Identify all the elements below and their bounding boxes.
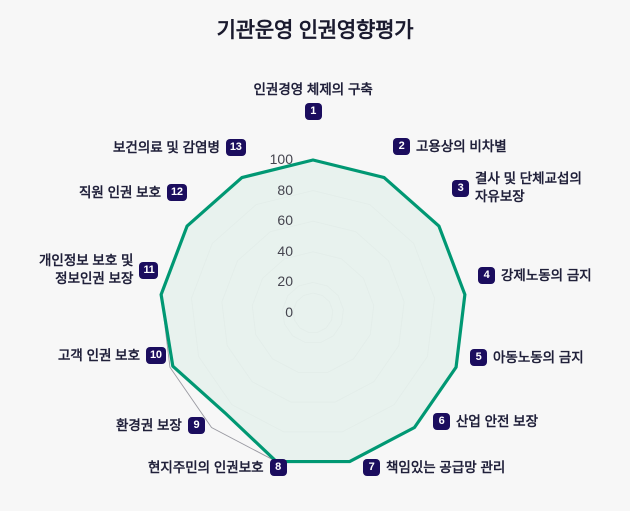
axis-label-text-9: 환경권 보장: [116, 417, 182, 433]
axis-badge-3: 3: [452, 179, 469, 197]
axis-label-text-13: 보건의료 및 감염병: [113, 139, 220, 155]
radial-tick-label-60: 60: [277, 212, 293, 229]
axis-label-text-2: 고용상의 비차별: [416, 138, 507, 154]
page-title: 기관운영 인권영향평가: [216, 19, 414, 42]
axis-label-5: 5 아동노동의 금지: [470, 348, 584, 366]
axis-label-text-1: 인권경영 체제의 구축: [253, 81, 373, 97]
radial-tick-label-100: 100: [269, 151, 293, 167]
axis-badge-2: 2: [393, 137, 410, 155]
axis-badge-12: 12: [167, 183, 187, 201]
axis-badge-13: 13: [225, 138, 246, 156]
axis-label-line1-11: 개인정보 보호 및: [39, 253, 134, 268]
axis-label-text-6: 산업 안전 보장: [456, 413, 539, 429]
axis-badge-7: 7: [363, 458, 380, 476]
axis-label-text-12: 직원 인권 보호: [79, 184, 162, 200]
axis-label-line1-3: 결사 및 단체교섭의: [475, 171, 582, 186]
axis-label-10: 10 고객 인권 보호: [58, 346, 166, 364]
radial-tick-label-40: 40: [277, 242, 293, 259]
axis-label-13: 13 보건의료 및 감염병: [113, 138, 246, 156]
axis-label-text-5: 아동노동의 금지: [493, 349, 584, 365]
axis-label-4: 4 강제노동의 금지: [478, 266, 592, 284]
radar-series-layer: [159, 158, 467, 464]
axis-badge-6: 6: [433, 412, 450, 430]
axis-badge-8: 8: [269, 458, 287, 476]
axis-badge-5: 5: [470, 348, 487, 366]
axis-badge-11: 11: [139, 261, 159, 279]
axis-badge-1: 1: [304, 102, 322, 120]
radial-tick-label-0: 0: [285, 304, 293, 320]
radial-tick-label-20: 20: [277, 273, 293, 290]
axis-label-text-10: 고객 인권 보호: [58, 347, 141, 363]
axis-label-7: 7 책임있는 공급망 관리: [363, 458, 506, 476]
axis-label-line2-3: 자유보장: [475, 189, 525, 205]
axis-badge-4: 4: [478, 266, 495, 284]
radar-series-polygon-0: [159, 158, 467, 464]
radial-tick-label-80: 80: [277, 181, 293, 198]
axis-label-6: 6 산업 안전 보장: [433, 412, 539, 430]
axis-label-text-4: 강제노동의 금지: [501, 267, 592, 283]
axis-label-text-7: 책임있는 공급망 관리: [386, 459, 506, 475]
axis-label-12: 12 직원 인권 보호: [79, 183, 187, 201]
axis-badge-10: 10: [146, 346, 166, 364]
axis-label-text-8: 현지주민의 인권보호: [148, 459, 264, 475]
axis-label-2: 2 고용상의 비차별: [393, 137, 507, 155]
axis-label-9: 9 환경권 보장: [116, 416, 205, 434]
axis-label-8: 8 현지주민의 인권보호: [148, 458, 287, 476]
axis-label-1: 1 인권경영 체제의 구축: [254, 81, 373, 120]
axis-badge-9: 9: [187, 416, 205, 434]
axis-label-line2-11: 정보인권 보장: [55, 271, 134, 287]
